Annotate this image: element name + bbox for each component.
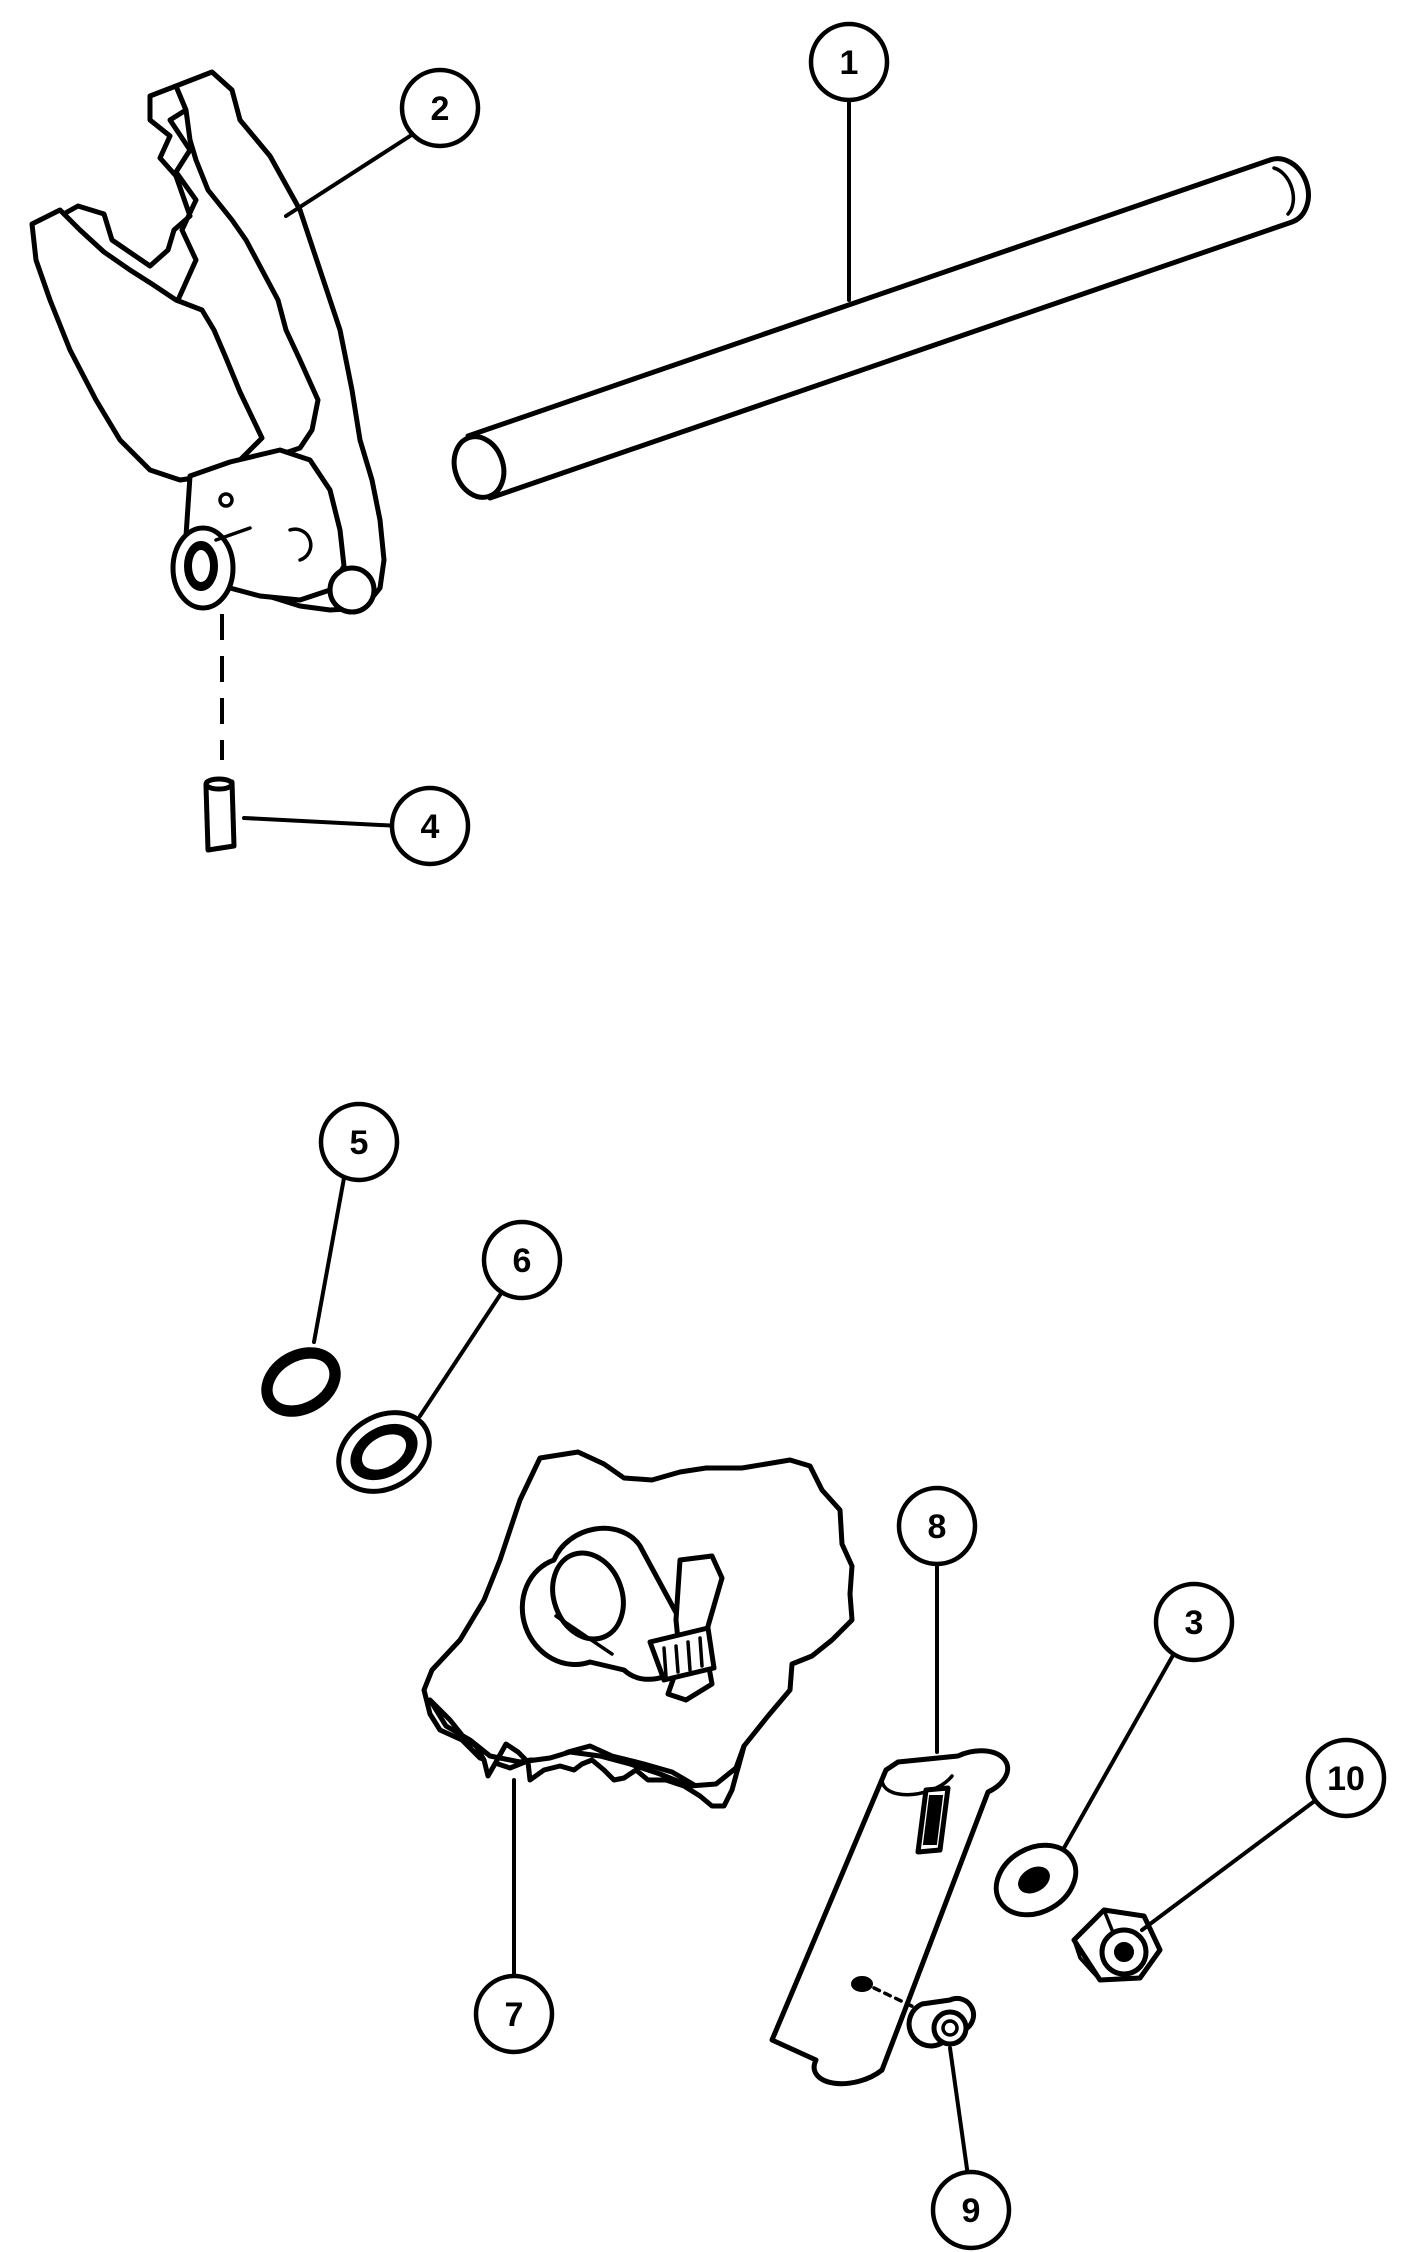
callout-7-label: 7	[505, 1996, 524, 2034]
callout-10-label: 10	[1327, 1760, 1365, 1798]
leader-6	[418, 1290, 504, 1418]
callout-9-label: 9	[962, 2192, 981, 2230]
callout-4: 4	[389, 785, 471, 867]
part-4-roll-pin	[203, 614, 237, 853]
callout-9: 9	[930, 2169, 1012, 2251]
part-3-washer	[993, 1842, 1079, 1918]
callout-4-label: 4	[421, 808, 440, 846]
callout-8-label: 8	[928, 1508, 947, 1546]
callout-6-label: 6	[513, 1242, 532, 1280]
leader-9	[948, 2046, 970, 2178]
leader-2	[284, 134, 412, 218]
callout-10: 10	[1305, 1737, 1387, 1819]
leader-5	[312, 1176, 346, 1344]
part-9-screw	[906, 1995, 977, 2049]
part-8-lever-arm	[769, 1748, 1011, 2087]
leader-10	[1140, 1798, 1318, 1932]
callout-3-label: 3	[1185, 1604, 1204, 1642]
part-10-lock-nut	[1071, 1907, 1163, 1983]
callout-1: 1	[808, 21, 890, 103]
part-5-seal-ring	[261, 1347, 341, 1417]
callout-8: 8	[896, 1485, 978, 1567]
callout-2-label: 2	[431, 90, 450, 128]
leader-lines	[242, 90, 1318, 2178]
part-1-shift-rod	[451, 156, 1311, 501]
callout-5: 5	[318, 1101, 400, 1183]
leader-4	[242, 816, 402, 828]
callout-6: 6	[481, 1219, 563, 1301]
callout-7: 7	[473, 1973, 555, 2055]
part-2-shift-fork	[29, 69, 387, 615]
part-6-oil-seal	[336, 1410, 432, 1494]
callout-2: 2	[399, 67, 481, 149]
leader-3	[1062, 1648, 1178, 1850]
part-7-shift-lever	[421, 1449, 855, 1809]
callout-3: 3	[1153, 1581, 1235, 1663]
callout-1-label: 1	[840, 44, 859, 82]
callout-5-label: 5	[350, 1124, 369, 1162]
